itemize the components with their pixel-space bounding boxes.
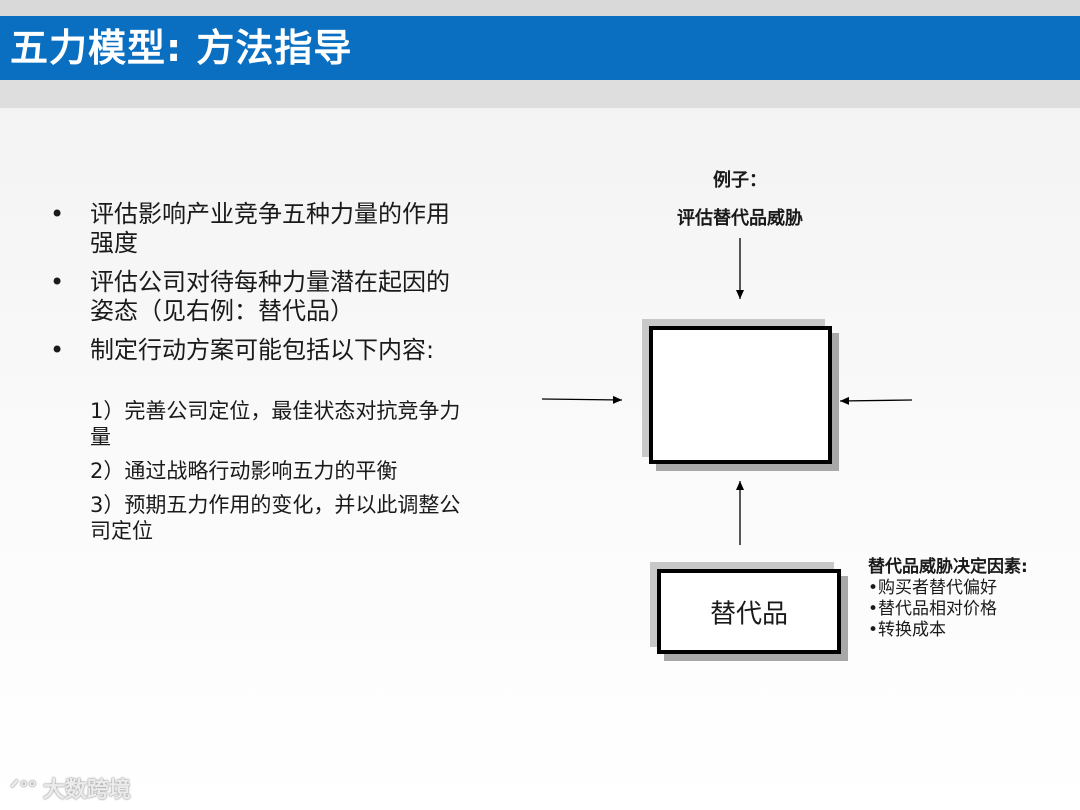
bullet-text: 评估影响产业竞争五种力量的作用强度 bbox=[90, 200, 450, 257]
watermark-text: 大数跨境 bbox=[42, 778, 131, 803]
title-bar: 五力模型: 方法指导 bbox=[0, 16, 1080, 80]
example-subject: 评估替代品威胁 bbox=[677, 208, 803, 229]
arrow-left bbox=[541, 395, 623, 404]
factor-item: •替代品相对价格 bbox=[868, 599, 998, 619]
bullet-item: • 制定行动方案可能包括以下内容: bbox=[50, 336, 470, 365]
substitute-label: 替代品 bbox=[709, 599, 788, 629]
bullet-dot: • bbox=[50, 200, 65, 228]
factors-panel: 替代品威胁决定因素: •购买者替代偏好 •替代品相对价格 •转换成本 bbox=[868, 556, 1073, 641]
sub-strip bbox=[0, 80, 1080, 108]
factors-title: 替代品威胁决定因素: bbox=[868, 557, 1028, 577]
sub-item: 1）完善公司定位，最佳状态对抗竞争力量 bbox=[90, 399, 461, 449]
substitute-box: 替代品 bbox=[657, 569, 841, 654]
factor-item: •购买者替代偏好 bbox=[868, 578, 998, 598]
slide-title: 五力模型: 方法指导 bbox=[10, 26, 353, 70]
sub-item-list: 1）完善公司定位，最佳状态对抗竞争力量 2）通过战略行动影响五力的平衡 3）预期… bbox=[90, 398, 480, 552]
bullet-item: • 评估影响产业竞争五种力量的作用强度 bbox=[50, 200, 470, 258]
industry-box bbox=[649, 326, 832, 464]
example-label: 例子： bbox=[713, 170, 767, 191]
bullet-item: • 评估公司对待每种力量潜在起因的姿态（见右例：替代品） bbox=[50, 268, 470, 326]
watermark: ᐟᐤᐤ 大数跨境 bbox=[10, 772, 131, 804]
bullet-list: • 评估影响产业竞争五种力量的作用强度 • 评估公司对待每种力量潜在起因的姿态（… bbox=[50, 200, 470, 375]
arrow-right bbox=[839, 396, 913, 405]
bullet-dot: • bbox=[50, 336, 65, 364]
sub-item: 2）通过战略行动影响五力的平衡 bbox=[90, 459, 398, 483]
bullet-dot: • bbox=[50, 268, 65, 296]
top-strip bbox=[0, 0, 1080, 16]
factor-item: •转换成本 bbox=[868, 620, 947, 640]
watermark-logo-icon: ᐟᐤᐤ bbox=[10, 775, 37, 801]
sub-item: 3）预期五力作用的变化，并以此调整公司定位 bbox=[90, 493, 461, 543]
bullet-text: 制定行动方案可能包括以下内容: bbox=[90, 336, 435, 364]
bullet-text: 评估公司对待每种力量潜在起因的姿态（见右例：替代品） bbox=[90, 268, 450, 325]
